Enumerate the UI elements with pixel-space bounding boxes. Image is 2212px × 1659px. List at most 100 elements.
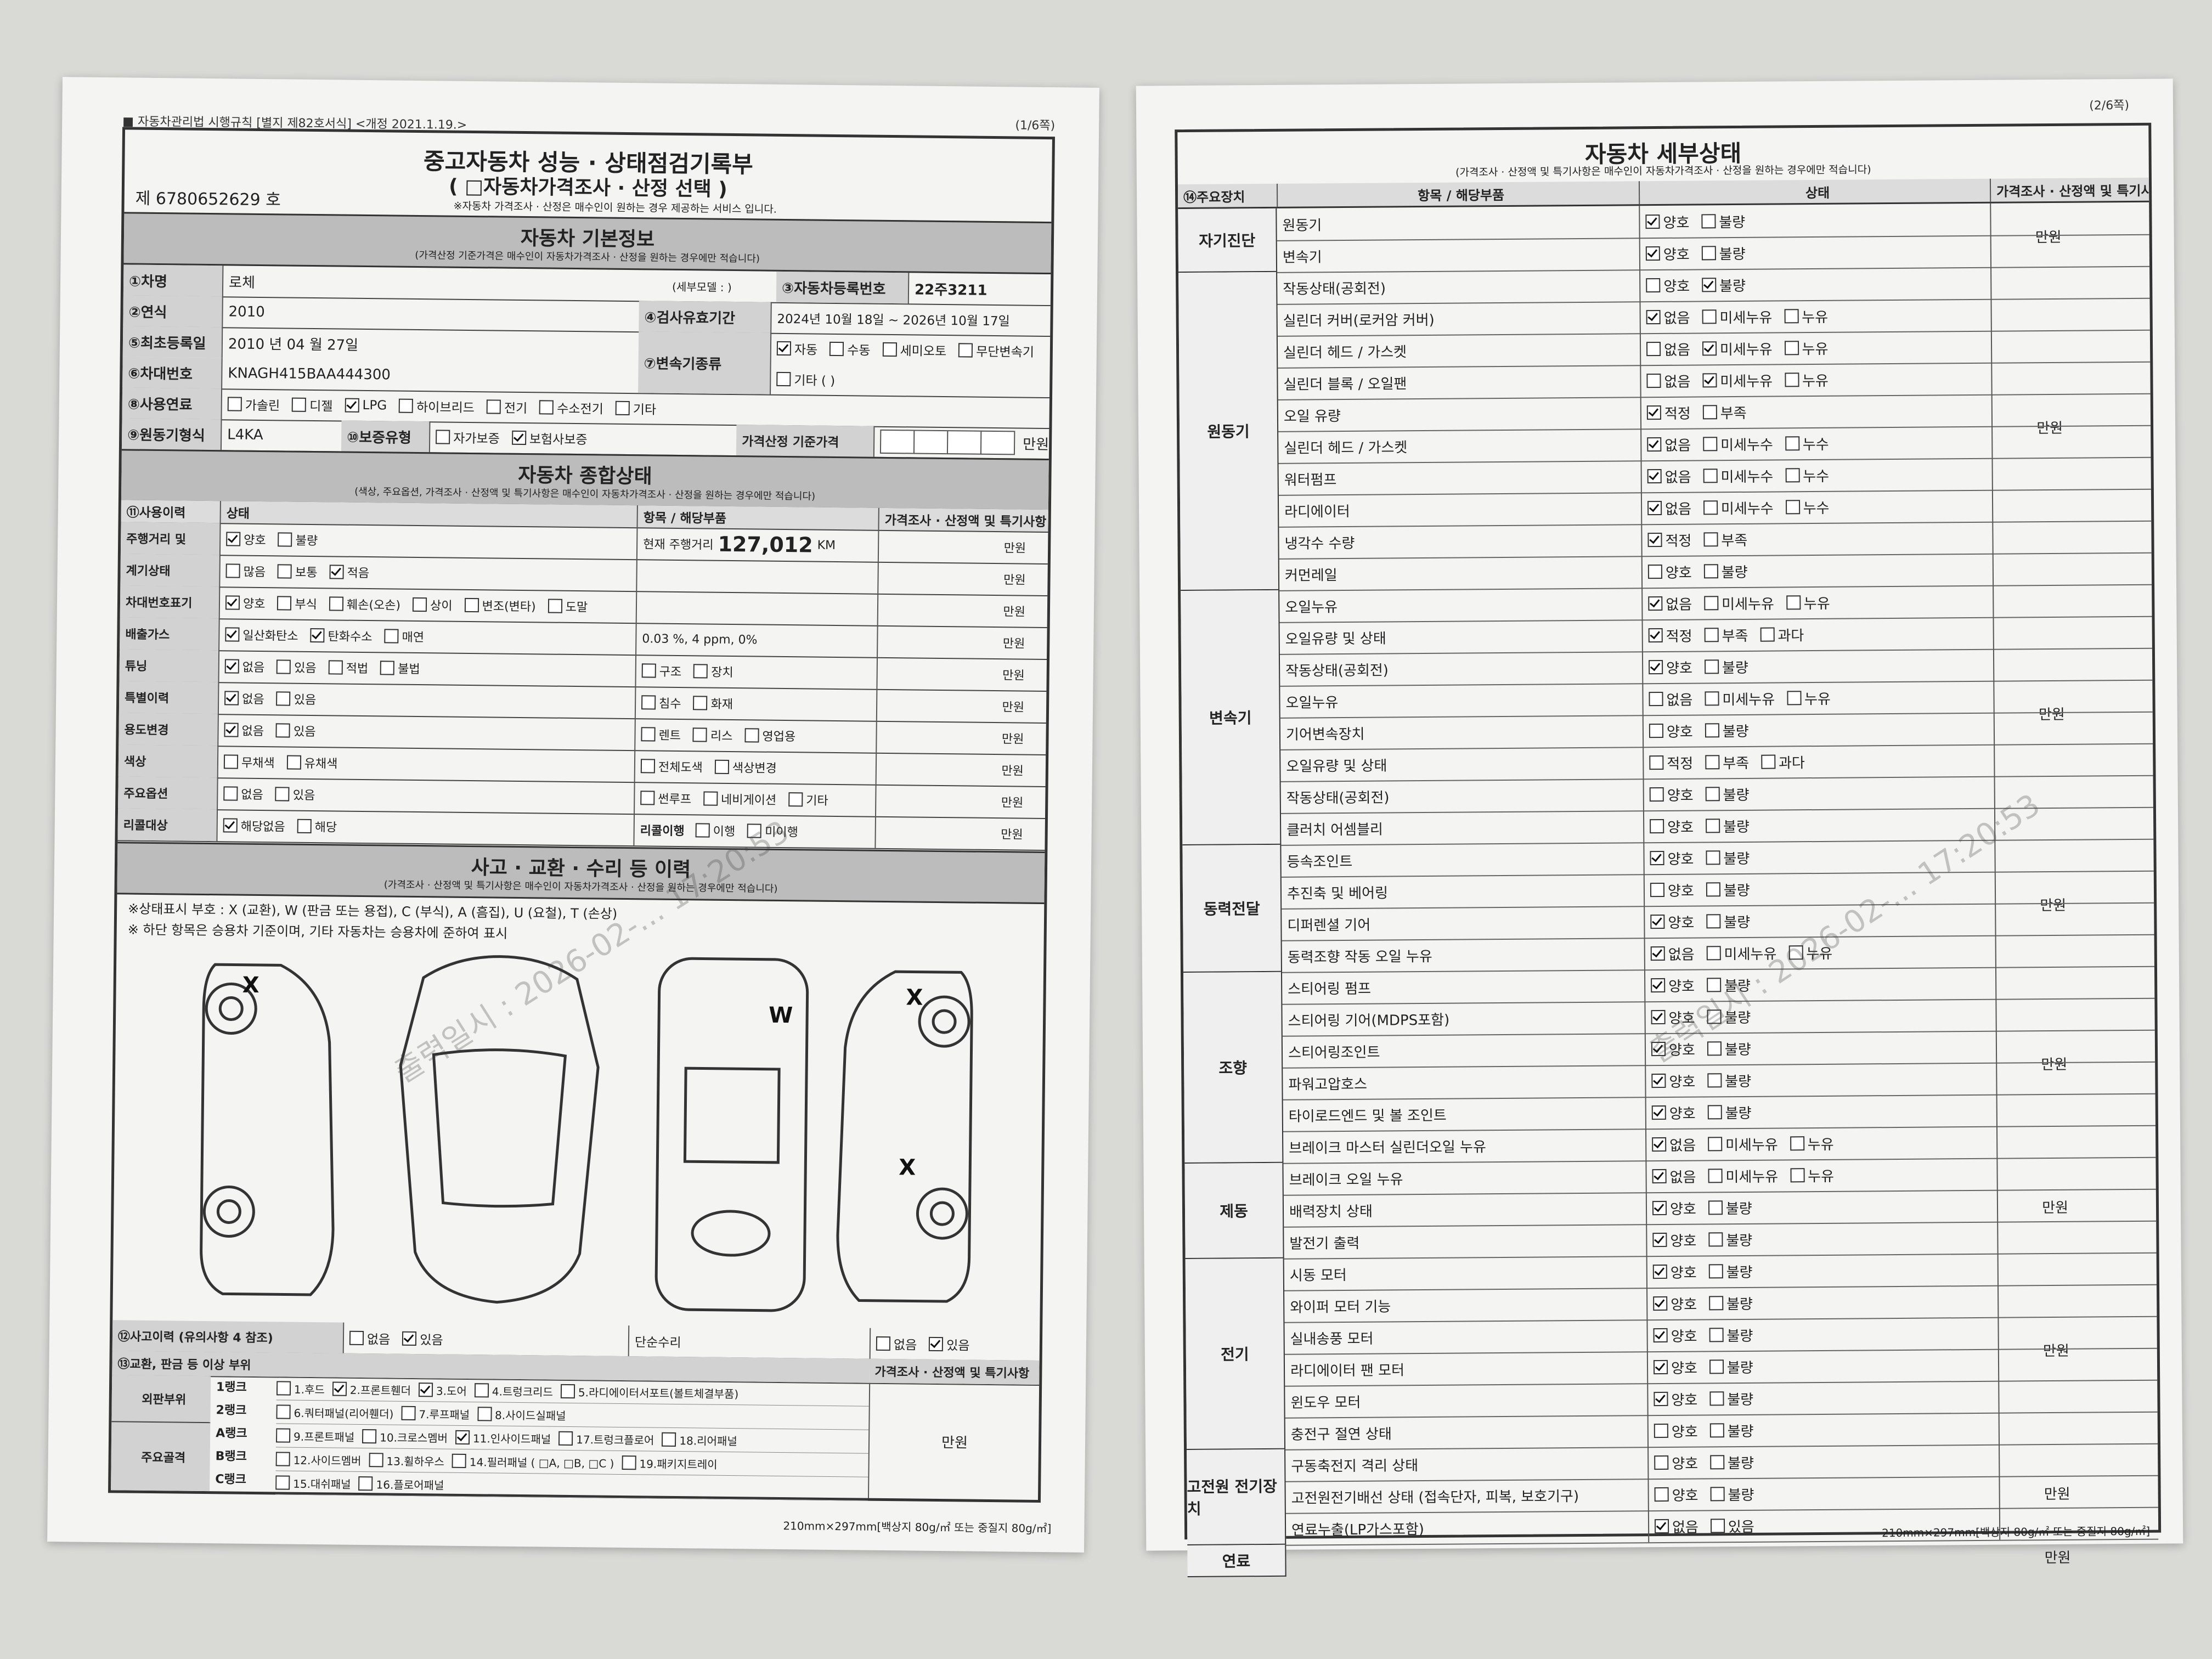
checkbox[interactable]	[275, 1428, 291, 1443]
checkbox[interactable]	[1645, 214, 1660, 229]
checkbox[interactable]	[788, 792, 803, 807]
checkbox[interactable]	[1705, 755, 1720, 770]
checkbox[interactable]	[640, 791, 655, 805]
checkbox[interactable]	[1653, 1296, 1668, 1311]
checkbox[interactable]	[1649, 723, 1664, 738]
checkbox[interactable]	[1649, 755, 1664, 770]
checkbox[interactable]	[1650, 914, 1665, 929]
checkbox[interactable]	[1647, 500, 1662, 516]
checkbox[interactable]	[1653, 1359, 1668, 1375]
checkbox[interactable]	[1704, 659, 1719, 674]
checkbox[interactable]	[412, 597, 427, 612]
checkbox[interactable]	[830, 341, 844, 357]
checkbox[interactable]	[1703, 500, 1718, 515]
checkbox[interactable]	[297, 819, 312, 834]
checkbox[interactable]	[692, 727, 708, 742]
checkbox[interactable]	[1650, 850, 1664, 866]
checkbox[interactable]	[1702, 373, 1717, 388]
checkbox[interactable]	[1705, 819, 1720, 833]
checkbox[interactable]	[369, 1453, 383, 1468]
checkbox[interactable]	[332, 1381, 347, 1396]
checkbox[interactable]	[1709, 1423, 1724, 1438]
checkbox[interactable]	[1708, 1232, 1723, 1247]
checkbox[interactable]	[1646, 405, 1661, 420]
checkbox[interactable]	[358, 1476, 373, 1491]
checkbox[interactable]	[622, 1455, 636, 1470]
checkbox[interactable]	[1648, 596, 1663, 611]
checkbox[interactable]	[662, 1432, 676, 1447]
checkbox[interactable]	[225, 595, 240, 610]
checkbox[interactable]	[276, 659, 291, 674]
checkbox[interactable]	[418, 1383, 433, 1397]
checkbox[interactable]	[776, 371, 791, 387]
checkbox[interactable]	[276, 1404, 291, 1419]
checkbox[interactable]	[474, 1383, 489, 1398]
checkbox[interactable]	[1703, 564, 1718, 579]
checkbox[interactable]	[1649, 691, 1663, 707]
checkbox[interactable]	[1707, 1073, 1722, 1088]
checkbox[interactable]	[275, 787, 290, 802]
checkbox[interactable]	[1654, 1487, 1669, 1502]
checkbox[interactable]	[1706, 914, 1721, 929]
checkbox[interactable]	[276, 691, 291, 706]
checkbox[interactable]	[1702, 341, 1717, 356]
checkbox[interactable]	[1709, 1328, 1724, 1342]
checkbox[interactable]	[1703, 437, 1718, 452]
checkbox[interactable]	[275, 723, 291, 738]
checkbox[interactable]	[1652, 1264, 1667, 1279]
checkbox[interactable]	[1790, 1136, 1804, 1151]
checkbox[interactable]	[1654, 1391, 1668, 1407]
checkbox[interactable]	[1703, 532, 1718, 547]
checkbox[interactable]	[693, 696, 708, 710]
checkbox[interactable]	[286, 755, 301, 770]
checkbox[interactable]	[1784, 373, 1799, 387]
checkbox[interactable]	[1702, 309, 1717, 324]
checkbox[interactable]	[1705, 787, 1720, 802]
checkbox[interactable]	[225, 627, 240, 642]
checkbox[interactable]	[1707, 1041, 1722, 1056]
checkbox[interactable]	[548, 599, 562, 613]
checkbox[interactable]	[1707, 1105, 1722, 1120]
checkbox[interactable]	[1701, 246, 1716, 261]
checkbox[interactable]	[1647, 532, 1662, 548]
checkbox[interactable]	[1646, 278, 1661, 293]
checkbox[interactable]	[714, 759, 730, 774]
checkbox[interactable]	[641, 695, 656, 710]
checkbox[interactable]	[384, 629, 399, 644]
checkbox[interactable]	[1653, 1328, 1668, 1343]
checkbox[interactable]	[1645, 246, 1660, 261]
checkbox[interactable]	[1654, 1519, 1669, 1534]
checkbox[interactable]	[1706, 882, 1720, 897]
checkbox[interactable]	[1646, 309, 1661, 325]
checkbox[interactable]	[1650, 819, 1664, 834]
checkbox[interactable]	[455, 1430, 470, 1445]
checkbox[interactable]	[703, 791, 718, 806]
checkbox[interactable]	[1709, 1455, 1725, 1470]
checkbox[interactable]	[1652, 1137, 1667, 1152]
checkbox[interactable]	[1790, 1168, 1805, 1183]
checkbox[interactable]	[558, 1431, 573, 1446]
checkbox[interactable]	[277, 596, 292, 611]
checkbox[interactable]	[1760, 754, 1776, 769]
checkbox[interactable]	[1703, 469, 1718, 483]
checkbox[interactable]	[1646, 341, 1661, 357]
checkbox[interactable]	[1709, 1391, 1724, 1406]
checkbox[interactable]	[275, 1475, 290, 1490]
checkbox[interactable]	[1710, 1487, 1725, 1502]
checkbox[interactable]	[223, 786, 238, 801]
checkbox[interactable]	[744, 728, 759, 743]
checkbox[interactable]	[641, 727, 656, 742]
checkbox[interactable]	[1654, 1423, 1668, 1438]
checkbox[interactable]	[1650, 946, 1665, 961]
checkbox[interactable]	[1701, 214, 1716, 229]
checkbox[interactable]	[1706, 946, 1721, 961]
checkbox[interactable]	[1649, 659, 1663, 675]
checkbox[interactable]	[1652, 1200, 1667, 1216]
checkbox[interactable]	[958, 343, 973, 358]
checkbox[interactable]	[380, 661, 395, 675]
checkbox[interactable]	[477, 1407, 492, 1421]
checkbox[interactable]	[1702, 405, 1717, 420]
checkbox[interactable]	[226, 532, 241, 546]
checkbox[interactable]	[640, 759, 656, 774]
checkbox[interactable]	[1706, 850, 1720, 865]
